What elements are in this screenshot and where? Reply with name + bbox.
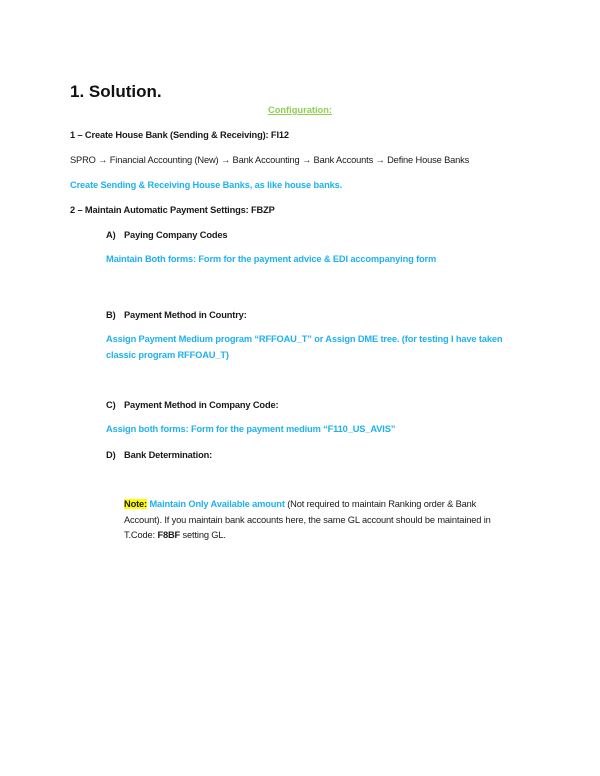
item-d-title: Bank Determination: [124, 450, 213, 460]
item-a-title: Paying Company Codes [124, 230, 228, 240]
section-title: 1. Solution. [70, 82, 162, 101]
note-tcode: F8BF [157, 530, 181, 540]
item-d-marker: D) [106, 450, 116, 460]
item-d-heading: D) Bank Determination: [106, 449, 212, 461]
step1-heading: 1 – Create House Bank (Sending & Receivi… [70, 130, 289, 140]
item-c-heading: C) Payment Method in Company Code: [106, 399, 279, 411]
note-highlight: Maintain Only Available amount [149, 499, 285, 509]
item-b-text-line1: Assign Payment Medium program “RFFOAU_T”… [106, 334, 503, 344]
step2-heading: 2 – Maintain Automatic Payment Settings:… [70, 205, 275, 215]
note-tcode-prefix: T.Code: [124, 530, 155, 540]
note-rest: (Not required to maintain Ranking order … [287, 499, 477, 509]
item-c-title: Payment Method in Company Code: [124, 400, 279, 410]
item-a-marker: A) [106, 230, 116, 240]
item-c-marker: C) [106, 400, 116, 410]
item-c-text: Assign both forms: Form for the payment … [106, 424, 396, 434]
note-line1: Note: Maintain Only Available amount (No… [124, 498, 476, 510]
item-a-heading: A) Paying Company Codes [106, 229, 228, 241]
configuration-heading: Configuration: [267, 105, 333, 115]
item-b-heading: B) Payment Method in Country: [106, 309, 247, 321]
item-a-text: Maintain Both forms: Form for the paymen… [106, 254, 437, 264]
step1-note: Create Sending & Receiving House Banks, … [70, 180, 343, 190]
step1-path: SPRO → Financial Accounting (New) → Bank… [70, 155, 470, 165]
note-line3: T.Code: F8BF setting GL. [124, 529, 226, 541]
item-b-marker: B) [106, 310, 116, 320]
note-suffix: setting GL. [182, 530, 226, 540]
note-label: Note: [124, 499, 148, 509]
note-line2: Account). If you maintain bank accounts … [124, 515, 491, 525]
item-b-text-line2: classic program RFFOAU_T) [106, 350, 229, 360]
item-b-title: Payment Method in Country: [124, 310, 247, 320]
